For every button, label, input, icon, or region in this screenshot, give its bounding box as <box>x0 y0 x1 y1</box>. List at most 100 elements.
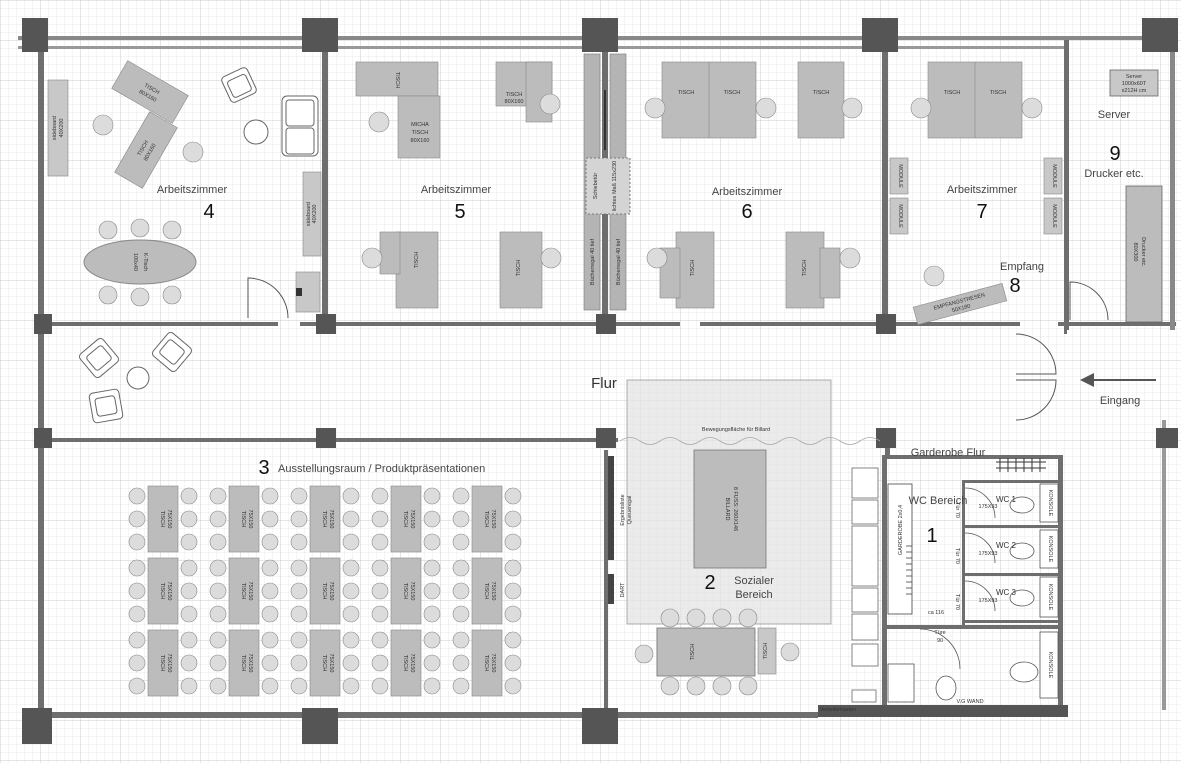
svg-text:40X200: 40X200 <box>312 205 318 224</box>
showroom-table <box>309 557 341 625</box>
room-7-furniture: TISCH TISCH MODULE MODULE MODULE MODULE … <box>889 61 1063 325</box>
svg-text:MODULE: MODULE <box>1051 164 1057 188</box>
showroom-chair <box>128 677 146 695</box>
svg-text:Server: Server <box>1126 74 1142 80</box>
room-2-name-2: Bereich <box>735 589 772 601</box>
svg-text:Tür 70: Tür 70 <box>954 594 960 610</box>
showroom-chair <box>504 533 522 551</box>
svg-text:ca 116: ca 116 <box>928 610 944 616</box>
showroom-table <box>471 629 503 697</box>
showroom-chair <box>452 677 470 695</box>
showroom-chair <box>371 631 389 649</box>
showroom-table-size: 75X150 <box>490 654 496 673</box>
showroom-chair <box>261 677 279 695</box>
showroom-chair <box>261 605 279 623</box>
showroom-chair <box>342 631 360 649</box>
svg-text:BILLARD: BILLARD <box>724 498 730 521</box>
showroom-chair <box>452 487 470 505</box>
showroom-chair <box>452 533 470 551</box>
showroom-table-size: 75X150 <box>247 582 253 601</box>
svg-text:Bücherregal 40 tief: Bücherregal 40 tief <box>590 238 596 285</box>
showroom-chair <box>290 510 308 528</box>
room-3-name: Ausstellungsraum / Produktpräsentationen <box>278 463 485 475</box>
showroom-chair <box>180 631 198 649</box>
showroom-chair <box>290 559 308 577</box>
showroom-chair <box>452 510 470 528</box>
showroom-chair <box>371 677 389 695</box>
showroom-table-label: TISCH <box>321 583 327 600</box>
showroom-table-size: 75X150 <box>247 654 253 673</box>
showroom-chair <box>180 487 198 505</box>
svg-text:175X93: 175X93 <box>979 551 998 557</box>
svg-text:90: 90 <box>937 638 943 644</box>
social-area: BILLARD 8 FUSS: 260X146 Bewegungsfläche … <box>608 379 881 703</box>
svg-text:40X200: 40X200 <box>59 119 65 138</box>
showroom-chair <box>261 654 279 672</box>
showroom-table <box>147 629 179 697</box>
svg-text:Bewegungsfläche für Billard: Bewegungsfläche für Billard <box>702 427 770 433</box>
showroom-table-size: 75X150 <box>490 582 496 601</box>
svg-text:DART: DART <box>620 582 626 598</box>
room-8-number: 8 <box>1009 275 1020 297</box>
svg-text:TISCH: TISCH <box>763 643 769 660</box>
showroom-chair <box>342 582 360 600</box>
showroom-table-size: 75X150 <box>409 510 415 529</box>
showroom-chair <box>209 487 227 505</box>
showroom-chair <box>290 654 308 672</box>
svg-text:TISCH: TISCH <box>516 260 522 277</box>
showroom-chair <box>209 605 227 623</box>
svg-text:KONSOLE: KONSOLE <box>1047 536 1053 563</box>
svg-text:TISCH: TISCH <box>990 90 1007 96</box>
room-4-furniture: sideboard 40X200 TISCH 80X160 TISCH 80X1… <box>47 60 322 319</box>
svg-text:KONSOLE: KONSOLE <box>1047 584 1053 611</box>
showroom-chair <box>209 677 227 695</box>
svg-text:TISCH: TISCH <box>944 90 961 96</box>
svg-text:TISCH: TISCH <box>802 260 808 277</box>
room-5-name: Arbeitszimmer <box>421 184 492 196</box>
showroom-chair <box>371 487 389 505</box>
showroom-table-label: TISCH <box>321 511 327 528</box>
room-4-number: 4 <box>203 201 214 223</box>
svg-text:Bücherregal 40 tief: Bücherregal 40 tief <box>616 238 622 285</box>
showroom-chair <box>261 559 279 577</box>
showroom-table-label: TISCH <box>159 655 165 672</box>
showroom-chair <box>290 487 308 505</box>
svg-text:TISCH: TISCH <box>724 90 741 96</box>
svg-text:175X93: 175X93 <box>979 504 998 510</box>
showroom-table-label: TISCH <box>240 583 246 600</box>
room-9-sub: Drucker etc. <box>1084 168 1143 180</box>
showroom-chair <box>128 582 146 600</box>
showroom-table-size: 75X150 <box>409 654 415 673</box>
svg-text:KONSOLE: KONSOLE <box>1047 652 1053 679</box>
showroom-chair <box>371 654 389 672</box>
showroom-chair <box>261 510 279 528</box>
showroom-chair <box>128 533 146 551</box>
columns <box>22 18 1178 744</box>
showroom-chair <box>128 487 146 505</box>
showroom-table <box>228 629 260 697</box>
showroom-chair <box>504 654 522 672</box>
showroom-table-label: TISCH <box>483 511 489 528</box>
showroom-table-label: TISCH <box>402 583 408 600</box>
showroom-table-label: TISCH <box>159 583 165 600</box>
showroom-chair <box>261 533 279 551</box>
showroom-table <box>228 557 260 625</box>
garderobe-label: Garderobe Flur <box>911 447 986 459</box>
svg-text:TISCH: TISCH <box>678 90 695 96</box>
showroom-table-label: TISCH <box>483 583 489 600</box>
room-2-number: 2 <box>704 572 715 594</box>
room-2-name-1: Sozialer <box>734 575 774 587</box>
showroom-chair <box>423 533 441 551</box>
svg-text:Tür 70: Tür 70 <box>954 502 960 518</box>
showroom-chair <box>209 559 227 577</box>
showroom-chair <box>423 654 441 672</box>
showroom-chair <box>452 654 470 672</box>
showroom-table-size: 75X150 <box>166 654 172 673</box>
svg-text:TISCH: TISCH <box>690 644 696 661</box>
showroom-chair <box>128 559 146 577</box>
showroom-chair <box>290 631 308 649</box>
entrance-label: Eingang <box>1100 395 1140 407</box>
showroom-chair <box>371 510 389 528</box>
showroom-chair <box>209 510 227 528</box>
